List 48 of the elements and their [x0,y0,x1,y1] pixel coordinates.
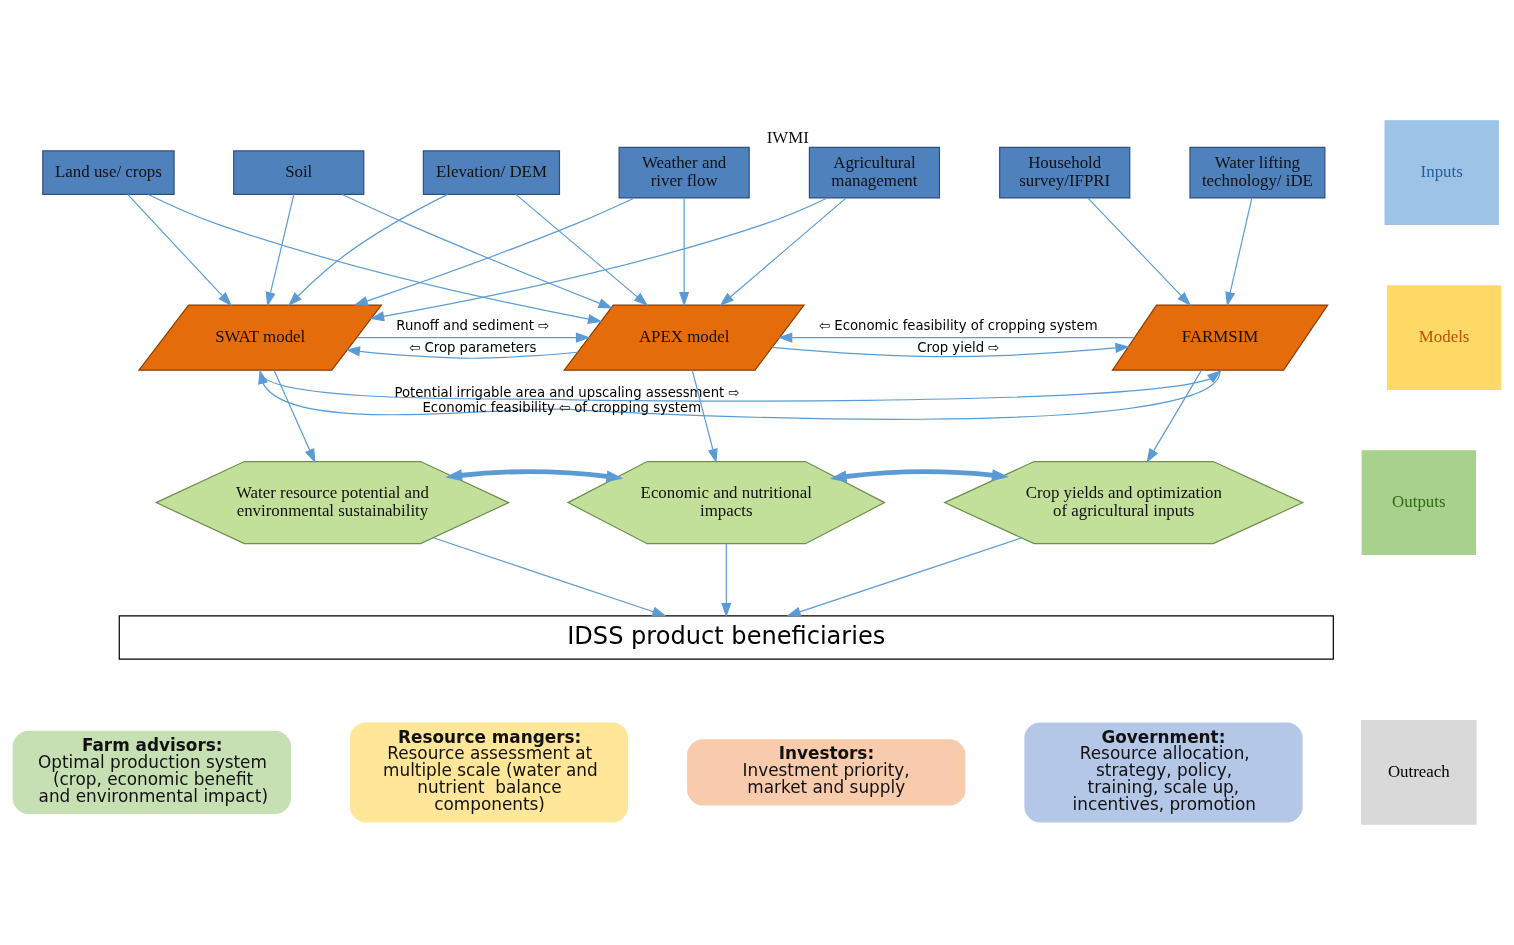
edge-label: Potential irrigable area and upscaling assessment ⇨ [394,385,740,401]
node-box: Water lifting technology/ iDE [1189,146,1326,199]
arrow [445,469,624,483]
arrow [288,193,449,307]
node-box: Soil [233,150,365,195]
arrow [679,197,690,307]
arrow [341,193,613,309]
node-box: Land use/ crops [42,150,175,195]
arrow [353,197,635,306]
node-box: Investors: Investment priority, market and supply [687,739,966,806]
node-box: Models [1386,285,1502,390]
arrow [127,193,232,307]
edge-label: Crop yield ⇨ [917,339,1000,355]
node-box: Household survey/IFPRI [999,146,1131,199]
arrow [258,369,1221,420]
arrow [1146,369,1203,464]
arrow [265,193,295,307]
node-box: IDSS product beneficiaries [118,615,1334,660]
arrow [829,469,1009,483]
node-box: Farm advisors: Optimal production system (crop, economic benefit and environmental impact) [12,730,291,814]
arrow [721,543,732,618]
arrow [515,193,649,306]
node-box: Resource mangers: Resource assessment at multiple scale (water and nutrient balance components) [349,722,629,823]
arrow [1225,197,1253,307]
arrow [691,369,718,464]
arrow [273,369,316,464]
arrow [719,197,847,307]
node-box: Outreach [1361,720,1477,825]
arrow [777,332,1135,343]
arrow [345,346,579,359]
arrow [1087,197,1191,306]
arrow [771,342,1130,358]
arrow [356,332,591,343]
node-box: Inputs [1384,120,1499,225]
node-box: Weather and river flow [618,146,750,199]
edge-label: ⇦ Economic feasibility of cropping system [819,318,1098,334]
node-box: Agricultural management [808,146,941,199]
arrow [259,370,1222,402]
arrow [147,193,603,325]
node-label: IWMI [766,127,809,147]
arrow [369,197,828,322]
node-box: Outputs [1361,450,1476,555]
arrow [786,537,1022,617]
node-box: Government: Resource allocation, strategy, policy, training, scale up, incentives, promotion [1024,722,1303,823]
arrow [432,537,667,617]
edge-label: ⇦ Crop parameters [409,339,537,355]
edge-label: Runoff and sediment ⇨ [396,318,550,334]
node-box: Elevation/ DEM [422,150,561,195]
